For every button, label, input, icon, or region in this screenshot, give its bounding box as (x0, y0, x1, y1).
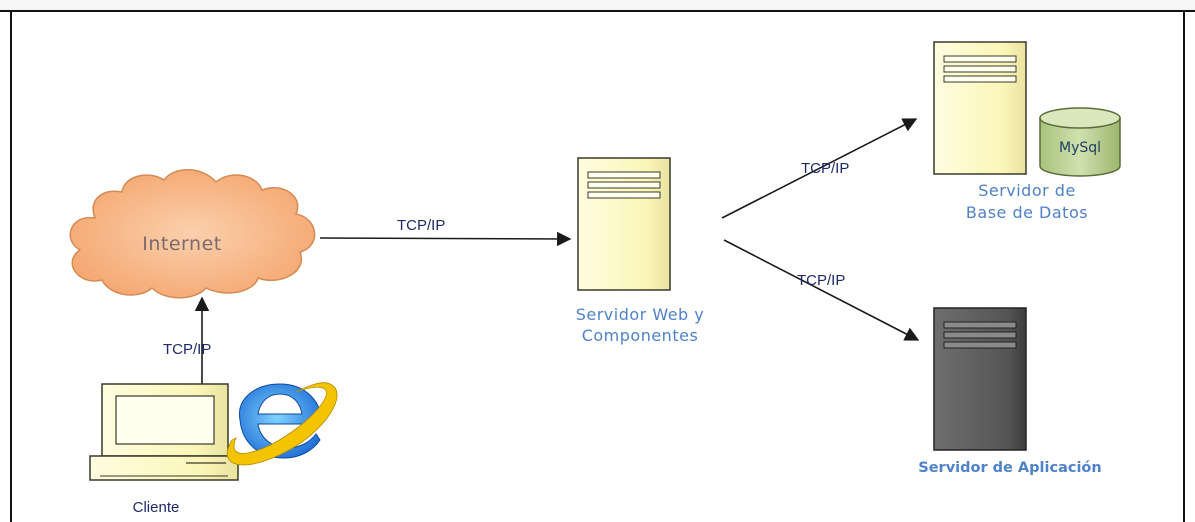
database-label: MySql (1059, 140, 1101, 156)
server-slot (587, 191, 661, 199)
edge-web-db: TCP/IP (721, 118, 918, 219)
server-icon (933, 307, 1027, 451)
app-server-label: Servidor de Aplicación (918, 460, 1101, 476)
web-server: Servidor Web y Componentes (576, 157, 705, 345)
browser-ie-icon (226, 382, 338, 466)
server-slot (943, 341, 1017, 349)
app-server: Servidor de Aplicación (918, 307, 1102, 476)
web-server-label-line2: Componentes (582, 326, 699, 345)
server-icon (577, 157, 671, 291)
cloud-icon (69, 169, 316, 299)
database-icon: MySql (1039, 107, 1121, 177)
server-icon (933, 41, 1027, 175)
server-slot (943, 75, 1017, 83)
edge-internet-web: TCP/IP (319, 217, 572, 247)
cloud-label: Internet (142, 233, 221, 255)
edge-label-web-db: TCP/IP (801, 160, 849, 177)
frame-right-border (1183, 10, 1185, 522)
edge-web-app: TCP/IP (723, 239, 920, 341)
frame-top-border (0, 10, 1195, 12)
computer-icon (89, 383, 239, 481)
server-slot (587, 181, 661, 189)
client-label: Cliente (133, 499, 180, 516)
edge-label-web-app: TCP/IP (797, 272, 845, 289)
edge-label-internet-web: TCP/IP (397, 217, 445, 234)
edge-client-internet: TCP/IP (163, 296, 211, 390)
client: Cliente (89, 382, 338, 516)
edge-label-client-internet: TCP/IP (163, 341, 211, 358)
server-slot (943, 321, 1017, 329)
server-slot (587, 171, 661, 179)
db-server-label-line1: Servidor de (978, 181, 1076, 200)
page-header-tint (0, 0, 1195, 10)
server-slot (943, 65, 1017, 73)
db-server-label-line2: Base de Datos (966, 203, 1088, 222)
db-server: MySql Servidor de Base de Datos (933, 41, 1121, 222)
web-server-label-line1: Servidor Web y (576, 305, 705, 324)
frame-left-border (10, 10, 12, 522)
internet-cloud: Internet (69, 169, 316, 299)
server-slot (943, 55, 1017, 63)
server-slot (943, 331, 1017, 339)
